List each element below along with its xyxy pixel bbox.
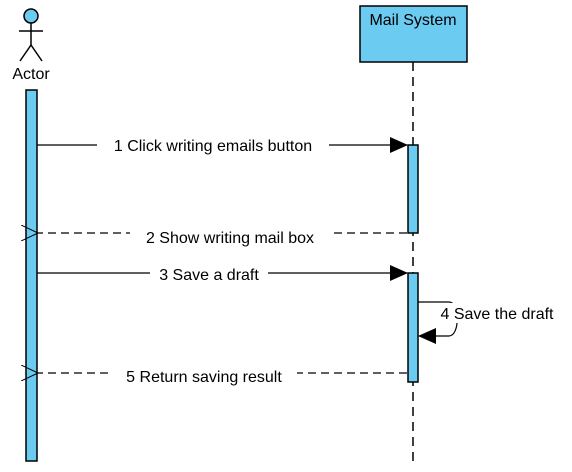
- actor-head: [23, 8, 39, 24]
- message-3[interactable]: 3 Save a draft: [37, 264, 408, 284]
- system-lifeline-header[interactable]: Mail System: [359, 5, 468, 63]
- actor-label: Actor: [12, 66, 50, 83]
- message-3-label-bg: [150, 264, 268, 284]
- actor-activation-bar: [25, 89, 38, 462]
- message-1-label-bg: [97, 135, 329, 155]
- message-2-label: 2 Show writing mail box: [146, 230, 314, 247]
- system-activation-bar-2: [407, 272, 419, 383]
- message-5-label: 5 Return saving result: [126, 369, 282, 386]
- actor-leg-right: [30, 44, 43, 62]
- system-label: Mail System: [369, 12, 456, 29]
- message-1-label: 1 Click writing emails button: [114, 138, 312, 155]
- system-box: [359, 5, 468, 63]
- message-2[interactable]: 2 Show writing mail box: [38, 227, 407, 247]
- message-4-label: 4 Save the draft: [441, 306, 555, 323]
- message-4-label-bg: [431, 303, 564, 323]
- system-activation-bar-1: [407, 144, 419, 234]
- message-5[interactable]: 5 Return saving result: [38, 366, 407, 386]
- message-3-label: 3 Save a draft: [159, 267, 259, 284]
- actor-figure[interactable]: Actor: [12, 8, 50, 83]
- message-2-label-bg: [130, 227, 330, 247]
- message-1[interactable]: 1 Click writing emails button: [37, 135, 408, 155]
- message-5-label-bg: [111, 366, 297, 386]
- message-4[interactable]: 4 Save the draft: [418, 301, 564, 344]
- actor-leg-left: [19, 44, 32, 62]
